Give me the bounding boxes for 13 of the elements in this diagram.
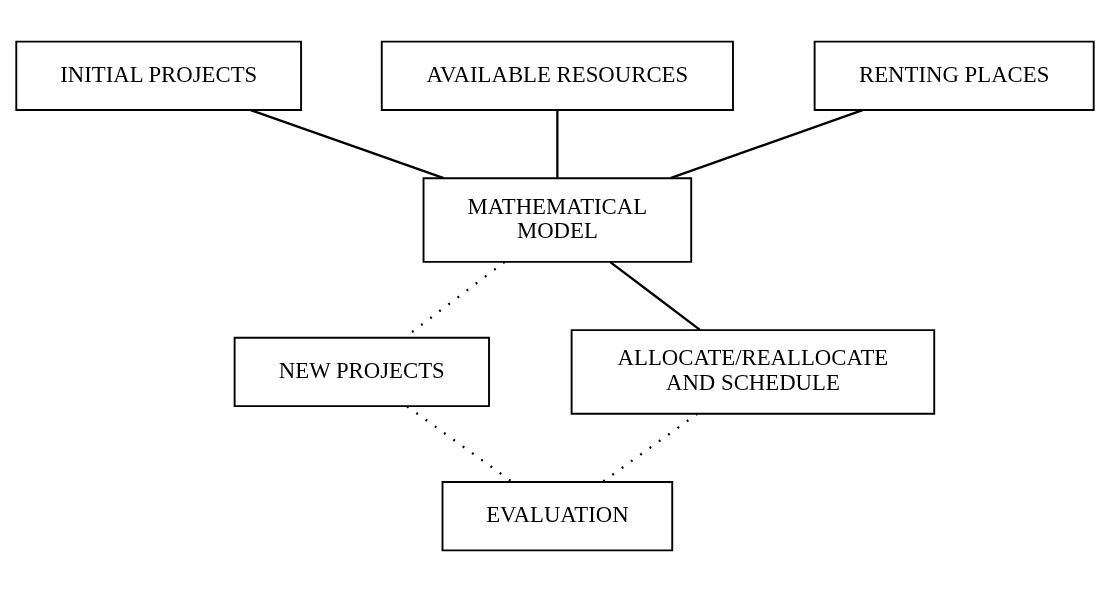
node-box: ALLOCATE/REALLOCATE AND SCHEDULE (570, 329, 936, 415)
connector (601, 412, 699, 483)
node-box: MATHEMATICAL MODEL (422, 177, 693, 263)
node-box: RENTING PLACES (813, 40, 1095, 111)
node-box: AVAILABLE RESOURCES (380, 40, 734, 111)
connector (556, 110, 559, 179)
node-box: NEW PROJECTS (233, 336, 490, 408)
connector (406, 405, 513, 483)
connector (670, 109, 864, 180)
connector (609, 261, 701, 331)
node-box: EVALUATION (441, 481, 674, 552)
node-box: INITIAL PROJECTS (15, 40, 302, 111)
connector (250, 109, 445, 180)
